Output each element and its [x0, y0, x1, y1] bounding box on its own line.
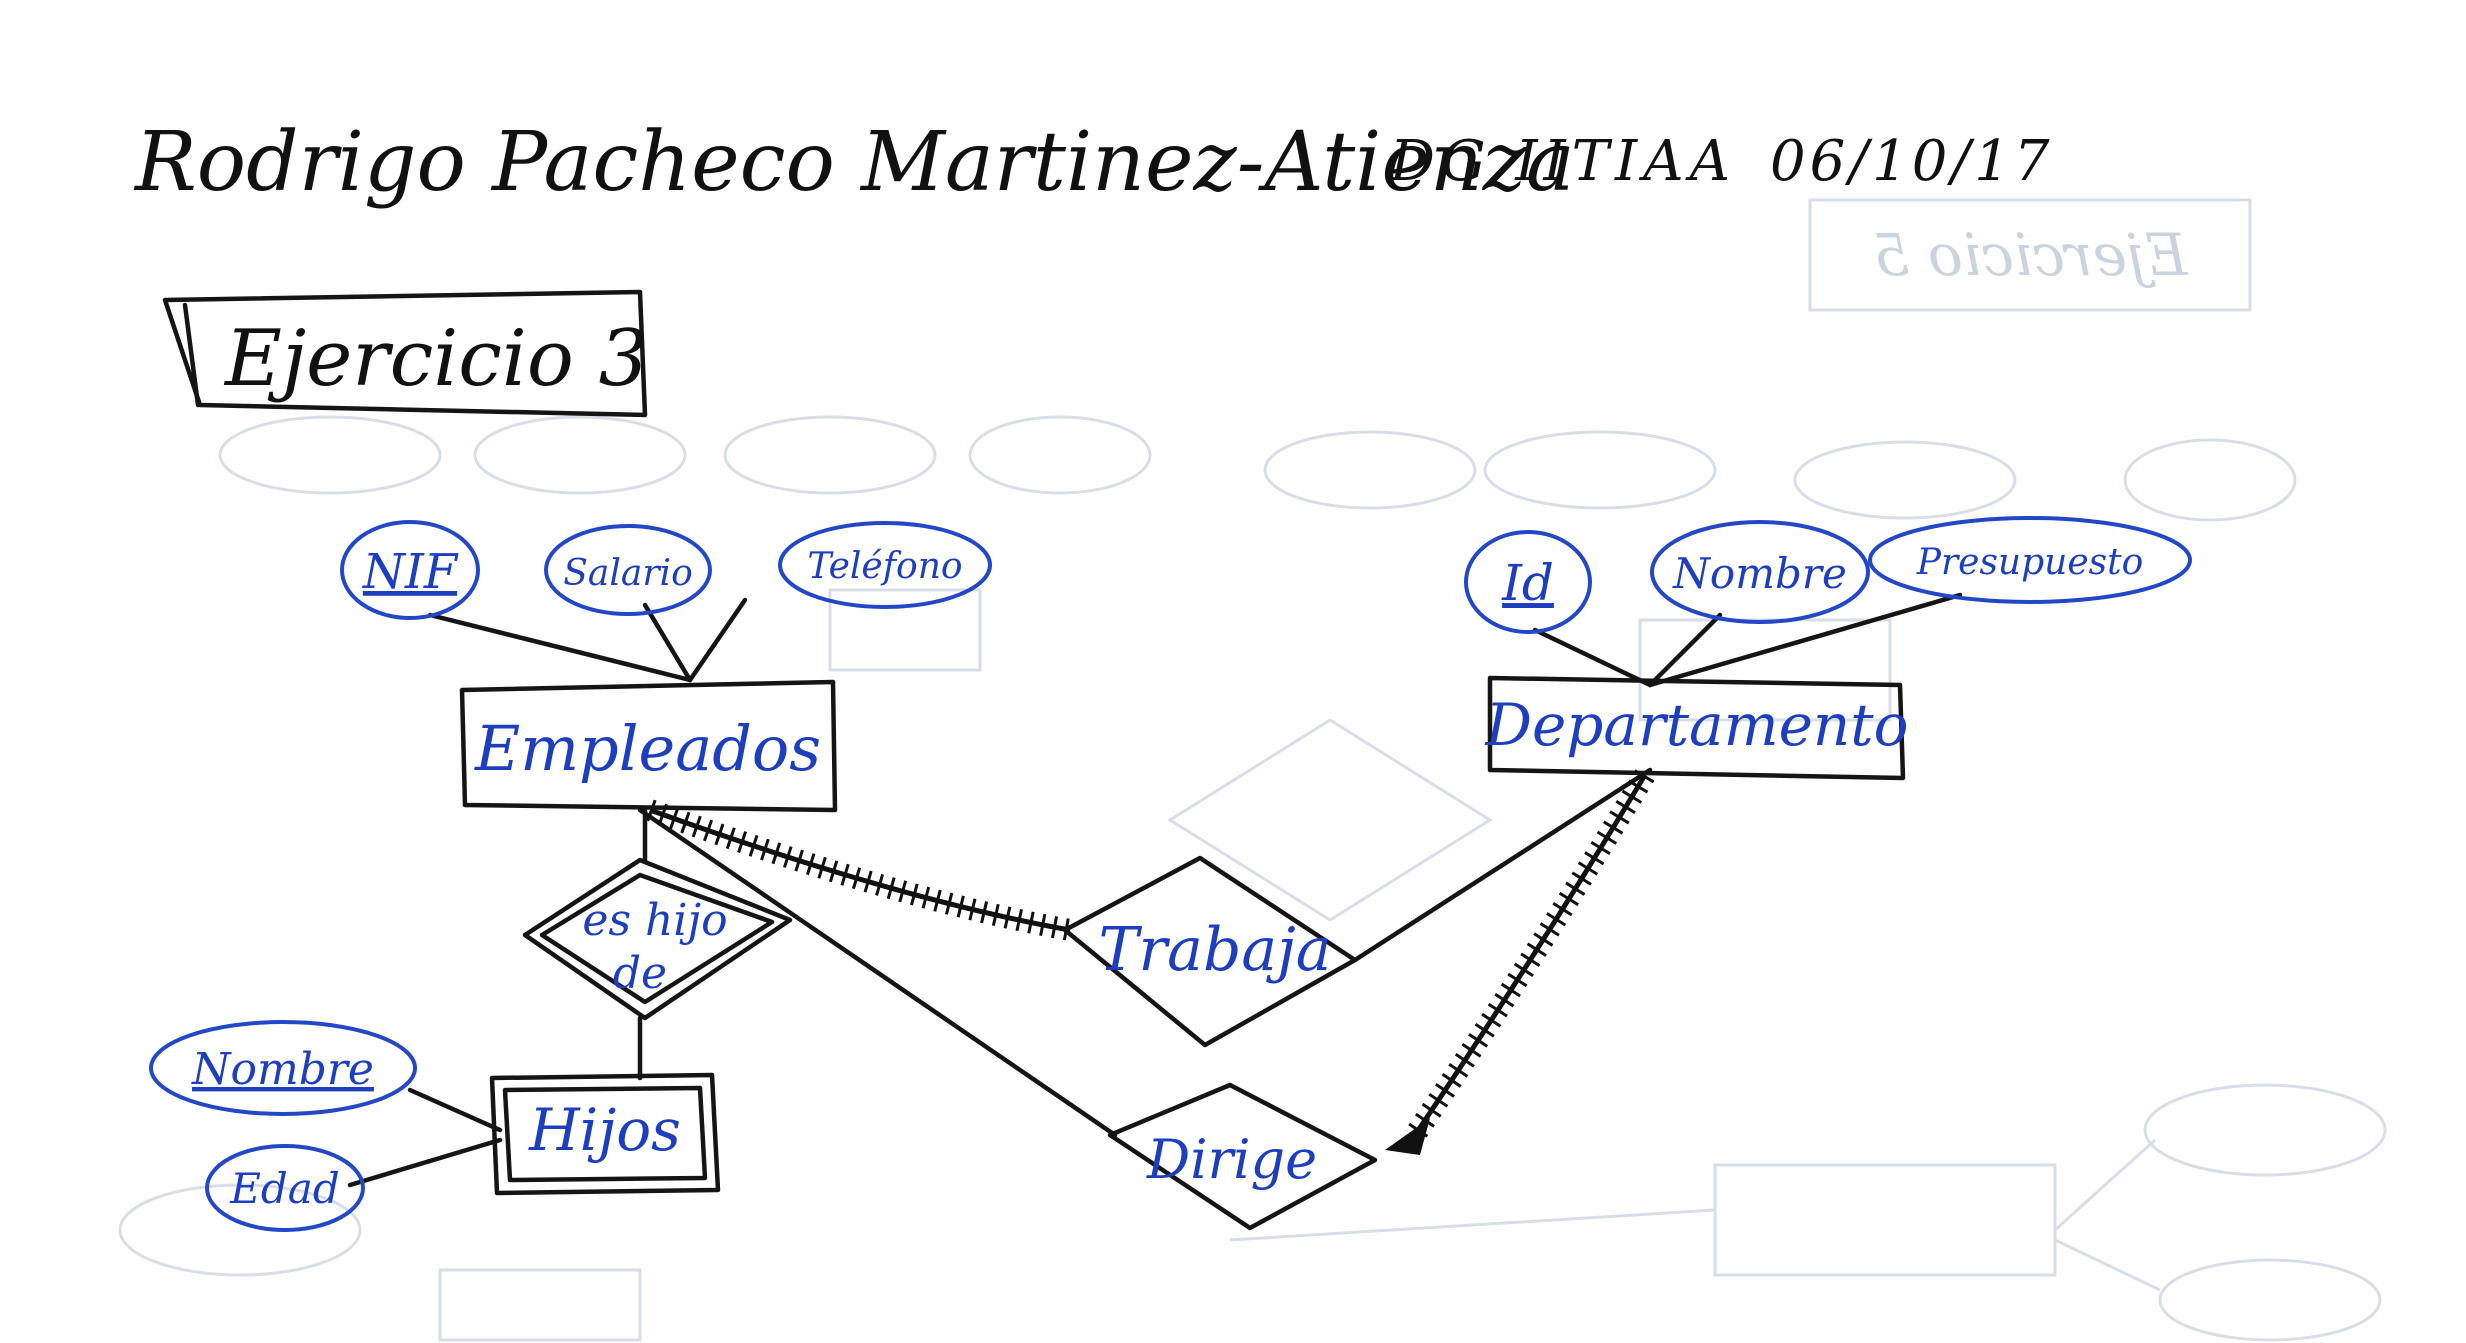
- date: 06/10/17: [1770, 129, 2054, 194]
- attribute-telefono: Teléfono: [807, 546, 962, 587]
- exercise-title: Ejercicio 3: [223, 314, 648, 404]
- ghost-diamond: [1167, 718, 1493, 922]
- ghost-title: Ejercicio 5: [1873, 221, 2189, 289]
- ghost-box: [1713, 1163, 2057, 1277]
- relationship-diamond-outer: [522, 857, 793, 1021]
- entity-empleados: Empleados: [459, 679, 838, 813]
- ghost-ellipse: [473, 415, 687, 495]
- relationship-diamond-inner: [539, 872, 775, 1005]
- ghost-ellipse: [118, 1183, 362, 1277]
- line-salario-empleados: [642, 602, 693, 683]
- attribute-ellipse: [1464, 530, 1592, 634]
- heavy-connectors: [646, 769, 1655, 1155]
- ghost-ellipse: [723, 415, 937, 495]
- attribute-key-id: Id: [1501, 554, 1554, 612]
- attribute-presupuesto: Presupuesto: [1916, 542, 2144, 583]
- attribute-ellipse: [149, 1020, 417, 1116]
- exercise-title-box: Ejercicio 3: [162, 289, 648, 418]
- ghost-line: [1229, 1208, 1716, 1242]
- entity-label: Empleados: [474, 712, 821, 785]
- ghost-box: [438, 1268, 642, 1342]
- attribute-edad: Edad: [229, 1164, 339, 1213]
- attribute-ellipse: [1868, 516, 2192, 604]
- coil-empleados-trabaja: [646, 799, 1072, 941]
- ghost-ellipse: [2158, 1258, 2382, 1342]
- relationship-label: Trabaja: [1098, 915, 1331, 985]
- entity-box: [1487, 675, 1906, 781]
- entity-hijos: Hijos: [489, 1072, 721, 1196]
- attributes-hijos: Nombre Edad: [149, 1020, 417, 1232]
- line-presupuesto-departamento: [1647, 592, 1963, 688]
- attributes-empleados: NIF Salario Teléfono: [340, 520, 992, 620]
- line-trabaja-departamento: [1352, 767, 1653, 963]
- ghost-ellipse: [2143, 1083, 2387, 1177]
- attribute-ellipse: [340, 520, 480, 620]
- heavy-line-departamento-dirige: [1412, 773, 1648, 1137]
- relationship-label: Dirige: [1146, 1128, 1317, 1191]
- title-frame: [162, 289, 648, 418]
- line-id-departamento: [1532, 627, 1653, 688]
- entity-departamento: Departamento: [1484, 675, 1909, 781]
- line-nif-empleados: [427, 612, 693, 683]
- ghost-ellipse: [218, 415, 442, 495]
- connectors: [347, 592, 1963, 1188]
- author-name: Rodrigo Pacheco Martinez-Atienza: [133, 115, 1575, 210]
- line-edad-hijos: [347, 1137, 503, 1188]
- attribute-salario: Salario: [563, 553, 693, 594]
- relationship-diamond: [1062, 855, 1358, 1048]
- header: Rodrigo Pacheco Martinez-Atienza DG IITI…: [133, 115, 2054, 210]
- ghost-box: [828, 588, 982, 672]
- course-code: DG IITIAA: [1389, 129, 1736, 194]
- line-telefono-empleados: [687, 597, 748, 683]
- attribute-key-nif: NIF: [362, 544, 459, 600]
- attributes-departamento: Id Nombre Presupuesto: [1464, 516, 2192, 634]
- weak-entity-outer: [489, 1072, 721, 1196]
- arrowhead-dirige: [1385, 1118, 1430, 1155]
- ghost-title-box: [1808, 198, 2252, 312]
- attribute-ellipse: [1650, 520, 1870, 624]
- attribute-key-nombre: Nombre: [191, 1044, 374, 1095]
- relationship-trabaja: Trabaja: [1062, 855, 1358, 1048]
- ghost-ellipse: [1263, 430, 1477, 510]
- ghost-ellipse: [1793, 440, 2017, 520]
- ghost-line: [2053, 1138, 2157, 1232]
- relationship-dirige: Dirige: [1107, 1082, 1378, 1231]
- line-nombre-hijos: [407, 1087, 503, 1133]
- relationship-es-hijo-de: es hijo de: [522, 857, 793, 1021]
- ghost-ellipse: [968, 415, 1152, 495]
- attribute-ellipse: [778, 521, 992, 609]
- line-nombre-departamento: [1647, 612, 1723, 688]
- weak-entity-inner: [502, 1085, 708, 1183]
- line-empleados-dirige: [637, 807, 1118, 1138]
- ghost-line: [2054, 1238, 2161, 1292]
- title-frame-tick: [182, 302, 201, 408]
- relationship-label: de: [613, 948, 667, 999]
- relationship-label: es hijo: [582, 895, 727, 946]
- relationship-diamond: [1107, 1082, 1378, 1231]
- attribute-nombre: Nombre: [1672, 549, 1847, 598]
- entity-label: Departamento: [1484, 691, 1908, 759]
- entity-box: [459, 679, 838, 813]
- entity-label: Hijos: [528, 1096, 681, 1164]
- attribute-ellipse: [205, 1144, 365, 1232]
- ghost-ellipse: [2123, 438, 2297, 522]
- attribute-ellipse: [544, 524, 712, 616]
- ghost-ellipse: [1483, 430, 1717, 510]
- bleed-through-layer: Ejercicio 5: [118, 198, 2387, 1342]
